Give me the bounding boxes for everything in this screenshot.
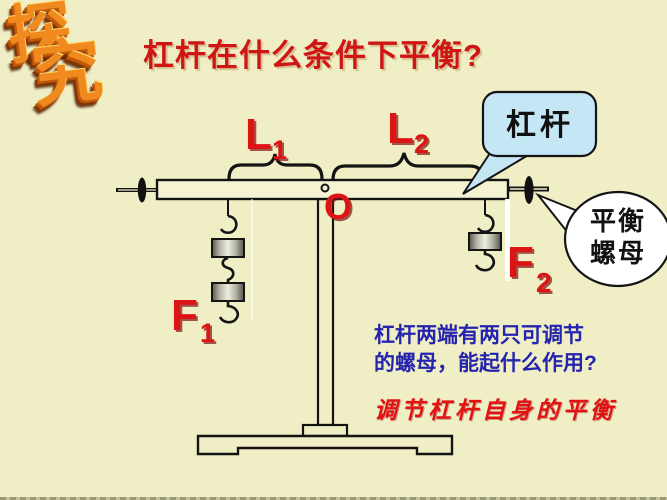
white-streak-right: [505, 199, 510, 281]
white-streak-left: [251, 199, 253, 320]
label-l2-sub: 2: [414, 129, 429, 159]
label-l1-sub: 1: [272, 135, 287, 165]
left-weight-upper: [211, 238, 245, 258]
label-fulcrum-o: O: [324, 186, 352, 227]
slide-bottom-edge: [0, 497, 667, 500]
answer-text: 调节杠杆自身的平衡: [374, 398, 617, 423]
label-l1: L 1: [245, 110, 287, 165]
question-line2: 的螺母，能起什么作用?: [374, 352, 597, 376]
left-balance-nut: [137, 177, 147, 203]
lever-beam: [155, 178, 510, 201]
fulcrum-hole: [320, 183, 330, 193]
nut-callout-body-inner: [568, 195, 667, 283]
lever-callout-label: 杠杆: [506, 109, 574, 142]
left-weight-lower: [211, 282, 245, 302]
nut-callout-label-line2: 螺母: [590, 239, 646, 268]
label-l2: L 2: [387, 104, 429, 159]
label-fulcrum-o-text: O: [324, 186, 352, 227]
stand-pillar: [316, 197, 335, 427]
label-f2: F 2: [507, 238, 552, 298]
page-title: 杠杆在什么条件下平衡?: [143, 38, 483, 73]
left-connector-hook: [221, 256, 235, 283]
right-weight: [468, 232, 502, 251]
question-text: 杠杆两端有两只可调节 的螺母，能起什么作用?: [374, 322, 667, 378]
label-f1-sub: 1: [200, 318, 215, 348]
stand-collar: [301, 423, 349, 438]
left-top-hook: [219, 214, 238, 235]
question-line1: 杠杆两端有两只可调节: [374, 324, 584, 347]
label-l1-base: L: [245, 110, 272, 159]
lever-callout-body: [481, 90, 598, 158]
brace-l1: [227, 153, 324, 181]
label-f2-sub: 2: [536, 267, 552, 298]
label-f1: F 1: [171, 291, 215, 348]
nut-callout-label-line1: 平衡: [590, 206, 646, 236]
nut-callout-bubble: 平衡 螺母: [534, 190, 667, 288]
label-f1-base: F: [171, 291, 198, 340]
label-l2-base: L: [387, 104, 414, 153]
right-balance-nut: [524, 176, 534, 204]
label-f2-base: F: [507, 238, 534, 287]
stand-base: [196, 434, 454, 456]
right-bottom-hook: [474, 250, 496, 272]
left-bottom-hook: [218, 301, 240, 324]
right-top-hook: [476, 213, 495, 234]
lever-callout-bubble: 杠杆: [462, 90, 598, 195]
brace-l2: [331, 152, 485, 182]
